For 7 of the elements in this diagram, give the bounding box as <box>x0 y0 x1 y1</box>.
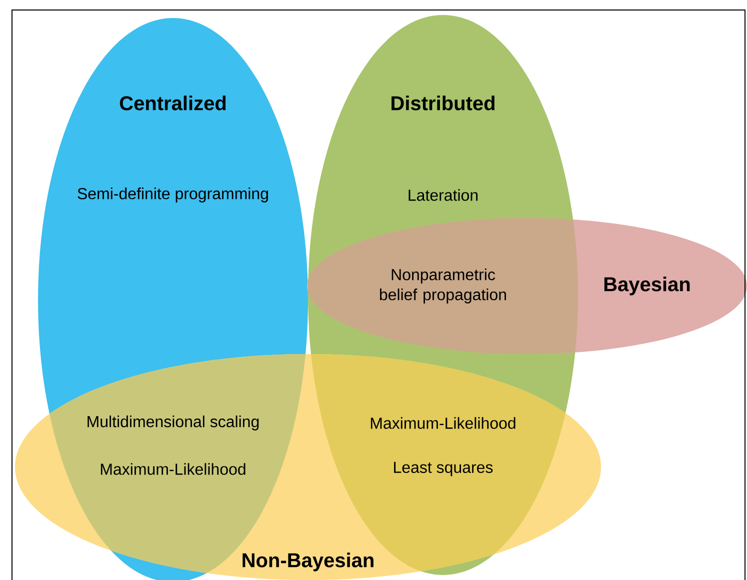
set-item: Semi-definite programming <box>78 188 268 202</box>
set-item: Maximum-Likelihood <box>370 417 516 429</box>
set-item: Multidimensional scaling <box>88 416 259 430</box>
set-item: Maximum-Likelihood <box>100 463 246 475</box>
set-item: Lateration <box>408 189 478 201</box>
set-item: Nonparametric belief propagation <box>380 268 506 304</box>
set-item: Least squares <box>394 462 493 476</box>
